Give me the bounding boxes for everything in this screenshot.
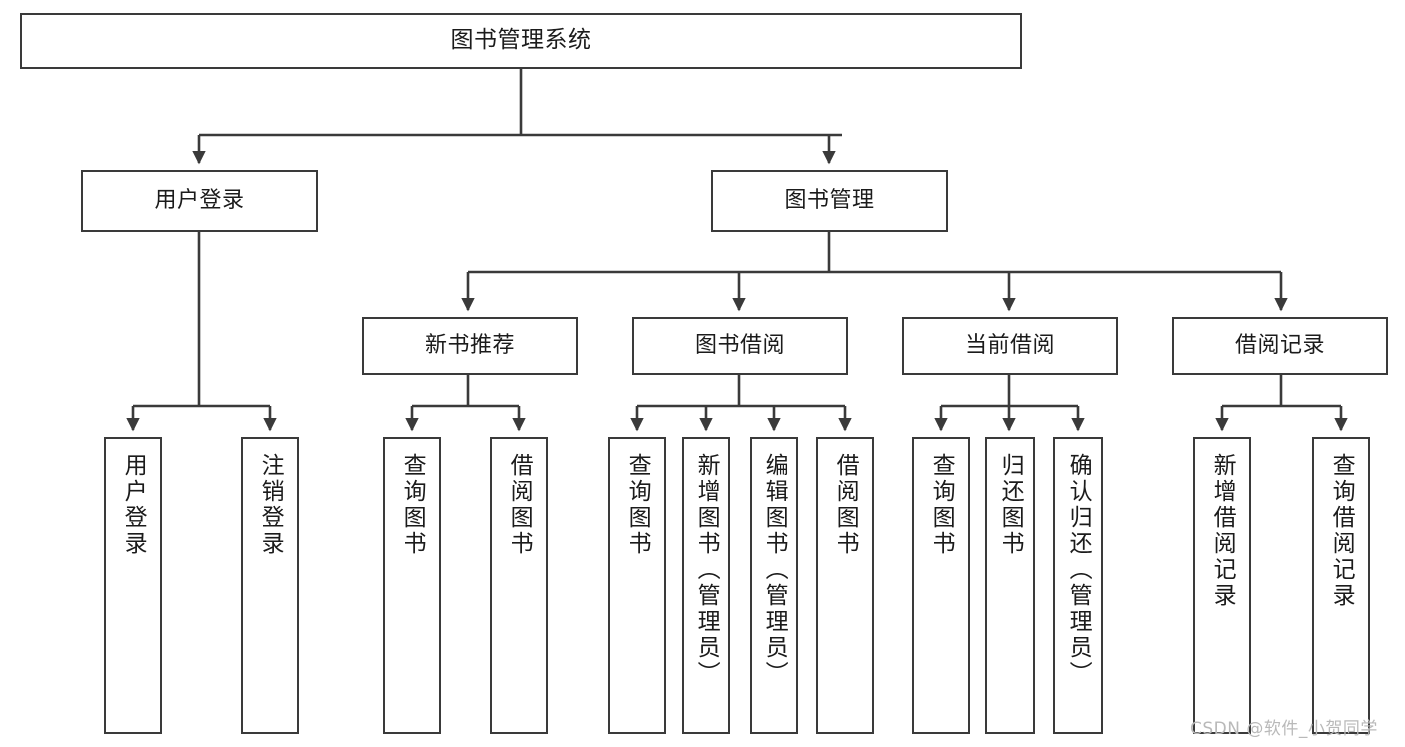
node-label: 用户登录	[120, 453, 147, 557]
node-label: 用户登录	[154, 188, 245, 214]
node-root-book-management-system[interactable]: 图书管理系统	[20, 13, 1022, 69]
node-label: 新书推荐	[424, 333, 515, 359]
node-label: 当前借阅	[964, 333, 1055, 359]
node-label: 借阅记录	[1234, 333, 1325, 359]
csdn-watermark: CSDN @软件_小贺同学	[1190, 719, 1378, 739]
node-label: 注销登录	[257, 453, 284, 557]
leaf-user-login-logout[interactable]: 注销登录	[241, 437, 299, 734]
leaf-user-login-login[interactable]: 用户登录	[104, 437, 162, 734]
node-label: 编辑图书（管理员）	[761, 453, 788, 687]
leaf-new-book-borrow-books[interactable]: 借阅图书	[490, 437, 548, 734]
node-label: 查询图书	[928, 453, 955, 557]
node-label: 新增图书（管理员）	[693, 453, 720, 687]
node-label: 归还图书	[997, 453, 1024, 557]
node-book-borrow[interactable]: 图书借阅	[632, 317, 848, 375]
node-label: 借阅图书	[506, 453, 533, 557]
leaf-new-book-query-books[interactable]: 查询图书	[383, 437, 441, 734]
node-label: 图书管理	[784, 188, 875, 214]
node-borrow-record[interactable]: 借阅记录	[1172, 317, 1388, 375]
leaf-book-borrow-query-books[interactable]: 查询图书	[608, 437, 666, 734]
leaf-current-borrow-return-books[interactable]: 归还图书	[985, 437, 1035, 734]
leaf-book-borrow-add-book-admin[interactable]: 新增图书（管理员）	[682, 437, 730, 734]
node-label: 查询借阅记录	[1328, 453, 1355, 609]
node-label: 查询图书	[399, 453, 426, 557]
node-user-login[interactable]: 用户登录	[81, 170, 318, 232]
node-current-borrow[interactable]: 当前借阅	[902, 317, 1118, 375]
node-label: 图书管理系统	[450, 27, 592, 54]
node-label: 查询图书	[624, 453, 651, 557]
leaf-borrow-record-query-record[interactable]: 查询借阅记录	[1312, 437, 1370, 734]
leaf-current-borrow-query-books[interactable]: 查询图书	[912, 437, 970, 734]
leaf-borrow-record-add-record[interactable]: 新增借阅记录	[1193, 437, 1251, 734]
node-label: 新增借阅记录	[1209, 453, 1236, 609]
node-label: 确认归还（管理员）	[1065, 453, 1092, 687]
node-label: 图书借阅	[694, 333, 785, 359]
leaf-book-borrow-borrow-books[interactable]: 借阅图书	[816, 437, 874, 734]
leaf-current-borrow-confirm-return-admin[interactable]: 确认归还（管理员）	[1053, 437, 1103, 734]
node-label: 借阅图书	[832, 453, 859, 557]
node-book-management[interactable]: 图书管理	[711, 170, 948, 232]
node-new-book-recommend[interactable]: 新书推荐	[362, 317, 578, 375]
leaf-book-borrow-edit-book-admin[interactable]: 编辑图书（管理员）	[750, 437, 798, 734]
